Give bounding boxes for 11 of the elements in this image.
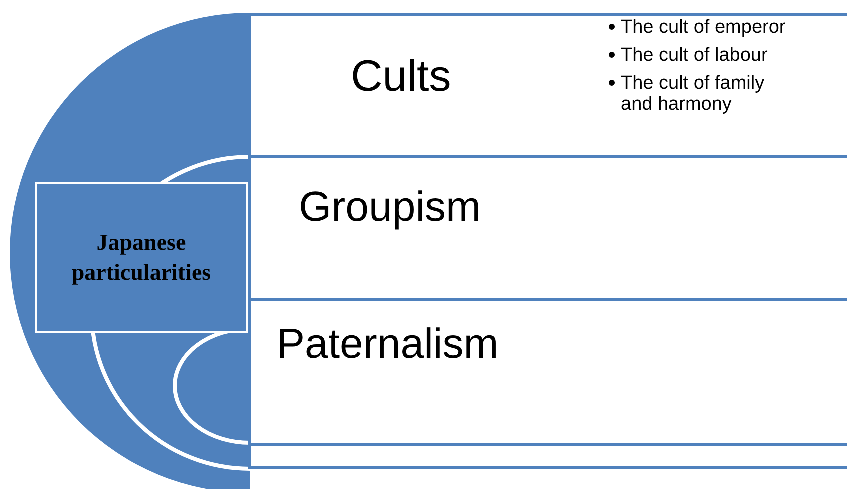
band-bar [248, 443, 847, 469]
bullet-text: The cult of labour [621, 45, 768, 66]
bullet-text: The cult of family and harmony [621, 73, 765, 115]
band-box [248, 13, 847, 157]
heading-text: Paternalism [277, 320, 499, 368]
heading-text: Cults [351, 52, 452, 102]
title-box: Japanese particularities [35, 182, 248, 333]
heading-text: Groupism [299, 182, 482, 231]
band-box [248, 298, 847, 446]
band-box [248, 155, 847, 300]
bullet-text: The cult of emperor [621, 17, 786, 38]
